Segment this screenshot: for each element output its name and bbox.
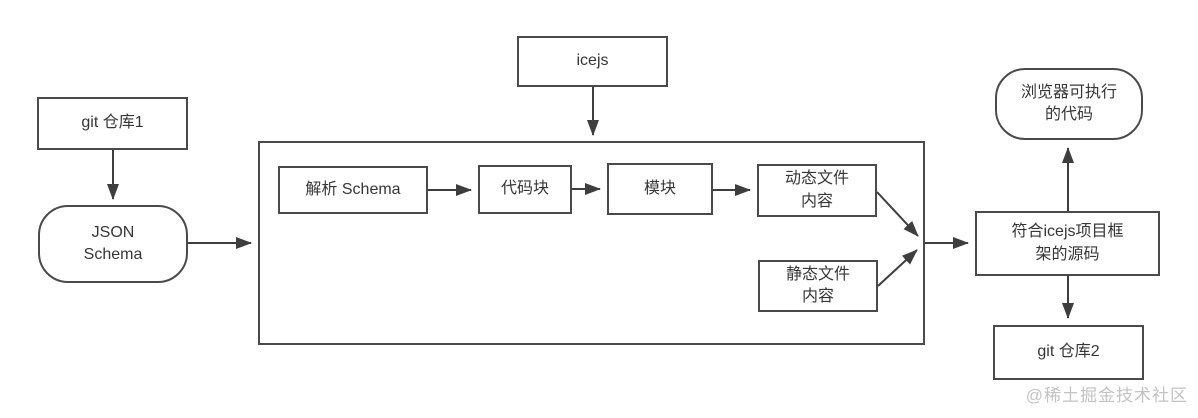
node-json-schema: JSON Schema <box>38 205 188 283</box>
node-git-repo1: git 仓库1 <box>37 97 188 150</box>
watermark-juejin: @稀土掘金技术社区 <box>1025 386 1188 405</box>
node-browser-executable-code: 浏览器可执行 的代码 <box>995 68 1143 140</box>
node-icejs-source-code: 符合icejs项目框 架的源码 <box>975 211 1160 276</box>
node-icejs: icejs <box>517 36 668 87</box>
node-module: 模块 <box>607 163 713 215</box>
node-code-block: 代码块 <box>478 165 572 214</box>
node-static-file-content: 静态文件 内容 <box>758 260 878 312</box>
node-dynamic-file-content: 动态文件 内容 <box>757 164 877 217</box>
node-git-repo2: git 仓库2 <box>993 325 1144 380</box>
node-parse-schema: 解析 Schema <box>278 166 428 214</box>
pipeline-container-box <box>258 141 925 345</box>
